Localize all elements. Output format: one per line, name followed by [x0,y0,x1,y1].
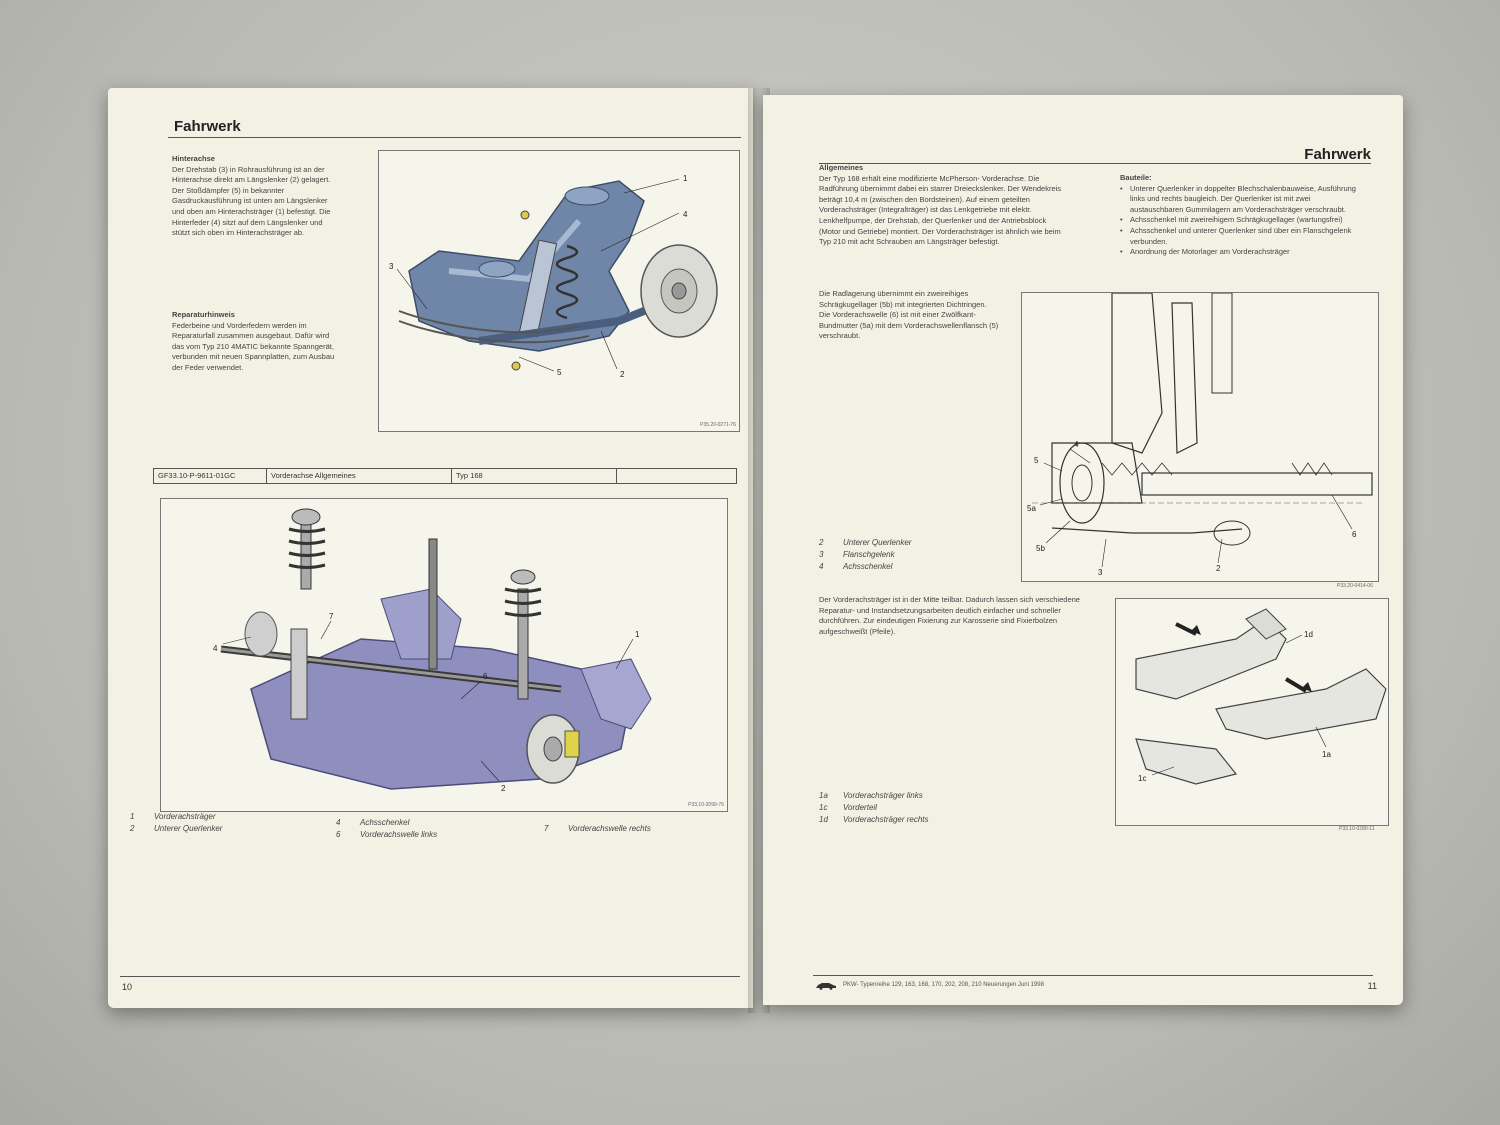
fig4-callout-1d: 1d [1304,630,1313,639]
bauteile-text: Bauteile: Unterer Querlenker in doppelte… [1120,173,1362,258]
hinterachse-text: Hinterachse Der Drehstab (3) in Rohrausf… [172,154,340,239]
reparatur-text: Reparaturhinweis Federbeine und Vorderfe… [172,310,340,374]
fig3-callout-6: 6 [1352,530,1357,539]
fig1-callout-3: 3 [389,262,394,271]
front-axle-illustration: 1 2 4 6 7 [213,508,652,793]
allgemeines-heading: Allgemeines [819,163,864,172]
title-rule [819,163,1371,164]
fig2-code: P33.10-2099-76 [688,802,724,808]
bauteile-heading: Bauteile: [1120,173,1152,182]
fig3-callout-2: 2 [1216,564,1221,573]
right-page: Fahrwerk Allgemeines Der Typ 168 erhält … [763,95,1403,1005]
fig3-callout-5a: 5a [1027,504,1036,513]
document-header-row: GF33.10-P-9611-01GC Vorderachse Allgemei… [153,468,737,484]
fig4-callout-1a: 1a [1322,750,1331,759]
bauteile-item: Achsschenkel und unterer Querlenker sind… [1120,226,1362,247]
car-icon [816,983,836,990]
fig1-code: P35.20-0271-76 [700,422,736,428]
fig1-callout-5: 5 [557,368,562,377]
fig4-callout-1c: 1c [1138,774,1146,783]
radlagerung-text: Die Radlagerung übernimmt ein zweireihig… [819,289,999,341]
fig2-callout-4: 4 [213,644,218,653]
doc-number: GF33.10-P-9611-01GC [154,469,267,483]
rear-axle-illustration: 1 2 3 4 5 [389,174,718,379]
page-number: 10 [122,982,133,992]
page-title: Fahrwerk [1304,146,1371,163]
title-rule [168,137,741,138]
reparatur-body: Federbeine und Vorderfedern werden im Re… [172,320,335,372]
fig2-callout-6: 6 [483,672,488,681]
wheel-bearing-figure: 4 5 5a 5b 2 3 6 [1021,292,1379,582]
fig1-callout-4: 4 [683,210,688,219]
doc-empty-cell [617,469,734,483]
hinterachse-body: Der Drehstab (3) in Rohrausführung ist a… [172,164,331,238]
bauteile-item: Achsschenkel mit zweireihigem Schrägkuge… [1120,215,1362,226]
wheel-bearing-illustration: 4 5 5a 5b 2 3 6 [1027,293,1373,577]
footer-text: PKW- Typenreihe 129, 163, 168, 170, 202,… [843,982,1044,988]
allgemeines-text: Allgemeines Der Typ 168 erhält eine modi… [819,163,1065,248]
fig1-callout-2: 2 [620,370,625,379]
fig3-callout-5b: 5b [1036,544,1045,553]
bauteile-item: Anordnung der Motorlager am Vorderachstr… [1120,247,1362,258]
left-page: Fahrwerk Hinterachse Der Drehstab (3) in… [96,88,753,1014]
footer-rule [120,976,740,977]
page-number: 11 [1367,981,1377,991]
allgemeines-body: Der Typ 168 erhält eine modifizierte McP… [819,173,1062,247]
fig2-callout-2: 2 [501,784,506,793]
front-axle-figure: 1 2 4 6 7 P33.10-2099-76 [160,498,728,812]
bauteile-item: Unterer Querlenker in doppelter Blechsch… [1120,184,1362,216]
fig3-code: P33.20-0414-06 [1337,583,1373,589]
teilbar-text: Der Vorderachsträger ist in der Mitte te… [819,595,1080,636]
rear-axle-figure: 1 2 3 4 5 P35.20-0271-76 [378,150,740,432]
fig1-callout-1: 1 [683,174,688,183]
fig4-code: P33.10-0280-11 [1339,826,1375,832]
subframe-figure: 1d 1a 1c [1115,598,1389,826]
subframe-illustration: 1d 1a 1c [1135,608,1387,785]
doc-topic: Vorderachse Allgemeines [267,469,452,483]
fig2-callout-1: 1 [635,630,640,639]
page-title: Fahrwerk [174,118,241,135]
doc-type: Typ 168 [452,469,617,483]
fig2-callout-7: 7 [329,612,334,621]
fig3-callout-3: 3 [1098,568,1103,577]
reparatur-heading: Reparaturhinweis [172,310,235,319]
fig3-callout-4: 4 [1074,440,1079,449]
fig3-callout-5: 5 [1034,456,1039,465]
footer-rule [813,975,1373,976]
hinterachse-heading: Hinterachse [172,154,215,163]
